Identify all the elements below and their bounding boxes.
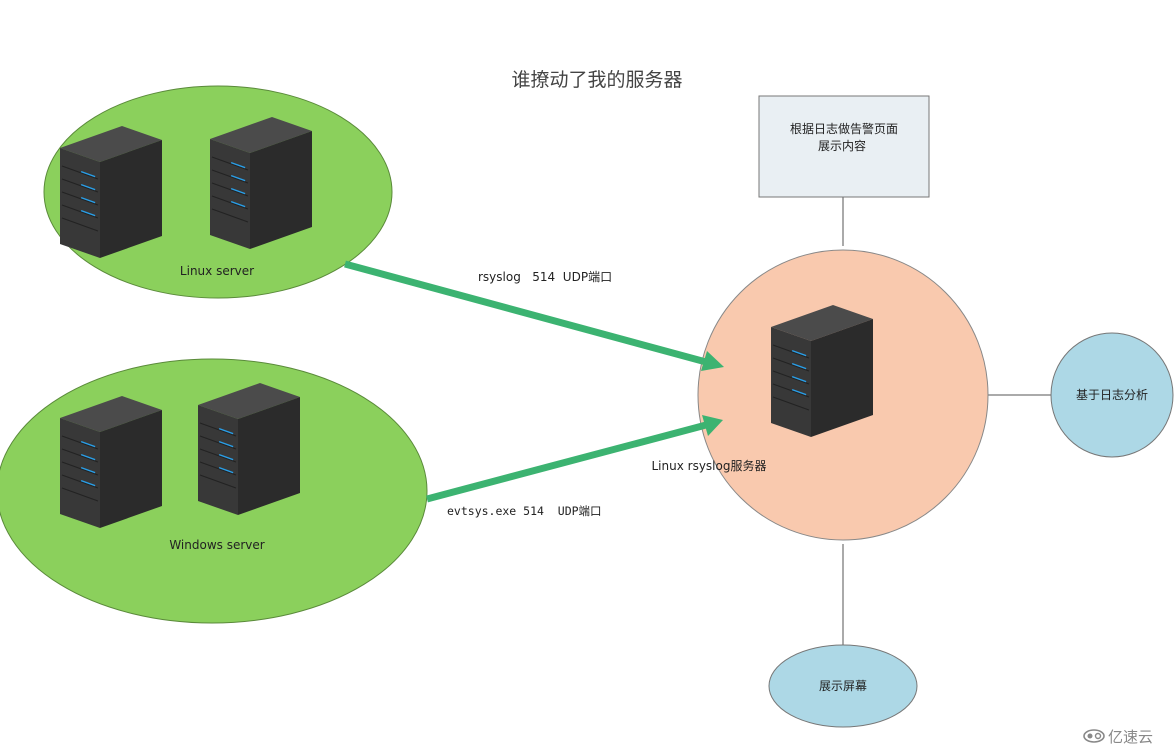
- linux-edge-label: rsyslog 514 UDP端口: [478, 270, 612, 284]
- windows-server-label: Windows server: [169, 538, 264, 552]
- log-analysis-label: 基于日志分析: [1076, 388, 1148, 402]
- display-screen-node: [768, 644, 918, 728]
- log-analysis-node: [1050, 332, 1174, 458]
- windows-server-icon-1: [58, 394, 164, 530]
- arrow-linux-to-rsyslog: [344, 260, 724, 371]
- alert-page-line1: 根据日志做告警页面: [790, 121, 898, 136]
- linux-server-icon-1: [58, 124, 164, 260]
- alert-page-box: [758, 95, 930, 198]
- rsyslog-server-icon: [769, 303, 875, 439]
- display-screen-label: 展示屏幕: [819, 679, 867, 693]
- rsyslog-server-label: Linux rsyslog服务器: [652, 458, 767, 473]
- linux-server-label: Linux server: [180, 264, 254, 278]
- alert-page-line2: 展示内容: [818, 138, 866, 153]
- diagram-title: 谁撩动了我的服务器: [511, 69, 682, 91]
- watermark-text: 亿速云: [1108, 728, 1153, 746]
- watermark-logo-icon: [1083, 729, 1105, 743]
- windows-server-icon-2: [196, 381, 302, 517]
- linux-server-icon-2: [208, 115, 314, 251]
- windows-edge-label: evtsys.exe 514 UDP端口: [447, 504, 602, 518]
- arrow-windows-to-rsyslog: [426, 415, 723, 503]
